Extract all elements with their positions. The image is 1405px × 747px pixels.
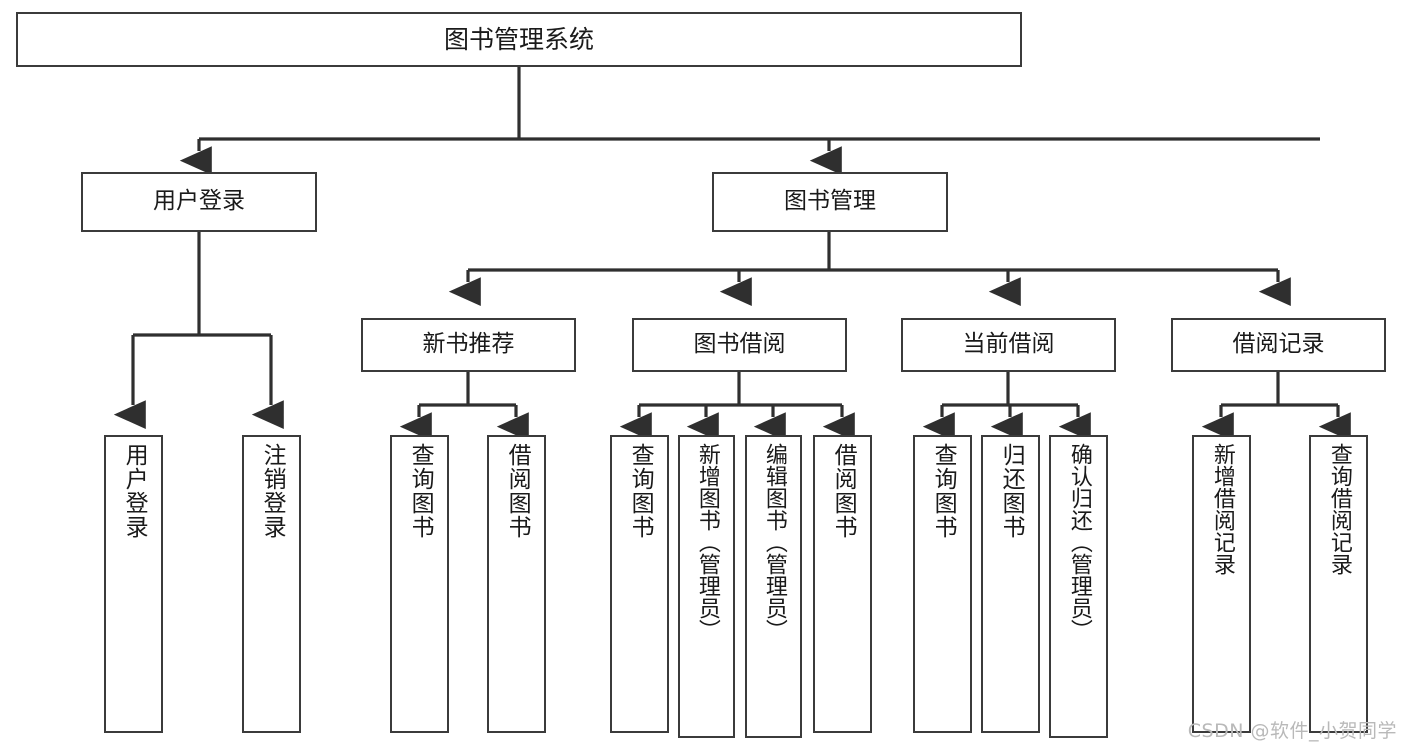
leaf-user-login-login[interactable]: 用户登录 xyxy=(104,435,163,733)
leaf-borrow-record-add[interactable]: 新增借阅记录 xyxy=(1192,435,1251,733)
node-book-management-label: 图书管理 xyxy=(784,188,876,215)
leaf-new-book-borrow-label: 借阅图书 xyxy=(504,443,531,539)
leaf-new-book-borrow[interactable]: 借阅图书 xyxy=(487,435,546,733)
leaf-borrow-record-query[interactable]: 查询借阅记录 xyxy=(1309,435,1368,733)
node-user-login[interactable]: 用户登录 xyxy=(81,172,317,232)
leaf-current-borrow-confirm-label: 确认归还（管理员） xyxy=(1066,443,1092,641)
node-user-login-label: 用户登录 xyxy=(153,188,245,215)
node-borrow-record[interactable]: 借阅记录 xyxy=(1171,318,1386,372)
leaf-borrow-record-add-label: 新增借阅记录 xyxy=(1209,443,1235,575)
leaf-borrow-record-query-label: 查询借阅记录 xyxy=(1326,443,1352,575)
leaf-current-borrow-confirm[interactable]: 确认归还（管理员） xyxy=(1049,435,1108,738)
leaf-book-borrow-query[interactable]: 查询图书 xyxy=(610,435,669,733)
node-current-borrow-label: 当前借阅 xyxy=(962,331,1055,358)
leaf-book-borrow-borrow[interactable]: 借阅图书 xyxy=(813,435,872,733)
node-book-borrow-label: 图书借阅 xyxy=(693,331,786,358)
node-root-system[interactable]: 图书管理系统 xyxy=(16,12,1022,67)
node-root-system-label: 图书管理系统 xyxy=(443,24,594,54)
leaf-book-borrow-add[interactable]: 新增图书（管理员） xyxy=(678,435,735,738)
leaf-current-borrow-query[interactable]: 查询图书 xyxy=(913,435,972,733)
leaf-current-borrow-query-label: 查询图书 xyxy=(930,443,957,539)
node-new-book-recommend[interactable]: 新书推荐 xyxy=(361,318,576,372)
node-current-borrow[interactable]: 当前借阅 xyxy=(901,318,1116,372)
leaf-new-book-query-label: 查询图书 xyxy=(407,443,434,539)
leaf-new-book-query[interactable]: 查询图书 xyxy=(390,435,449,733)
leaf-book-borrow-edit-label: 编辑图书（管理员） xyxy=(761,443,787,641)
node-book-management[interactable]: 图书管理 xyxy=(712,172,948,232)
leaf-book-borrow-add-label: 新增图书（管理员） xyxy=(694,443,720,641)
leaf-book-borrow-query-label: 查询图书 xyxy=(627,443,654,539)
leaf-current-borrow-return-label: 归还图书 xyxy=(998,443,1025,539)
watermark: CSDN @软件_小贺同学 xyxy=(1187,720,1397,742)
leaf-user-login-logout[interactable]: 注销登录 xyxy=(242,435,301,733)
leaf-book-borrow-borrow-label: 借阅图书 xyxy=(830,443,857,539)
node-book-borrow[interactable]: 图书借阅 xyxy=(632,318,847,372)
node-borrow-record-label: 借阅记录 xyxy=(1232,331,1325,358)
leaf-user-login-login-label: 用户登录 xyxy=(121,443,148,539)
leaf-current-borrow-return[interactable]: 归还图书 xyxy=(981,435,1040,733)
leaf-book-borrow-edit[interactable]: 编辑图书（管理员） xyxy=(745,435,802,738)
leaf-user-login-logout-label: 注销登录 xyxy=(259,443,286,539)
node-new-book-recommend-label: 新书推荐 xyxy=(422,331,515,358)
